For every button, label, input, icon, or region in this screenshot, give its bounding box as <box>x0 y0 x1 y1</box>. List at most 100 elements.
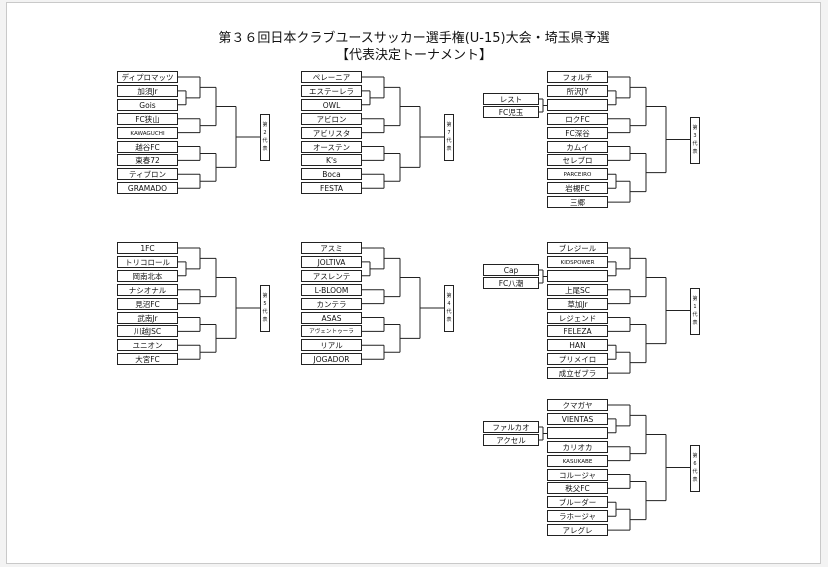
representative-char: 表 <box>446 316 452 323</box>
bracket-path <box>178 76 690 531</box>
team-slot: アスミ <box>301 242 362 254</box>
team-slot: エステーレラ <box>301 84 362 97</box>
representative-char: 表 <box>692 476 698 483</box>
representative-char: 4 <box>447 300 451 307</box>
team-slot: ブルーダー <box>547 496 608 509</box>
team-slot: KAWAGUCHI <box>117 126 178 139</box>
representative-char: 1 <box>693 303 697 310</box>
team-slot: GRAMADO <box>117 182 178 195</box>
team-slot: ナシオナル <box>117 283 178 296</box>
team-slot: 越谷FC <box>117 140 178 153</box>
representative-char: 代 <box>446 308 452 315</box>
team-slot: JOLTIVA <box>301 255 362 268</box>
representative-char: 第 <box>692 452 698 459</box>
team-slot: アスレンテ <box>301 269 362 282</box>
team-slot: JOGADOR <box>301 353 362 366</box>
team-slot: カリオカ <box>547 440 608 453</box>
representative-char: 第 <box>446 292 452 299</box>
representative-char: 表 <box>446 145 452 152</box>
team-slot: PARCEIRO <box>547 168 608 181</box>
team-slot: ユニオン <box>117 339 178 352</box>
team-slot: カムイ <box>547 140 608 153</box>
team-slot: 武南Jr <box>117 311 178 324</box>
representative-char: 代 <box>262 137 268 144</box>
prelim-team: ファルカオ <box>483 421 539 433</box>
team-slot: K's <box>301 154 362 167</box>
team-slot: アビロン <box>301 112 362 125</box>
team-slot: リアル <box>301 339 362 352</box>
team-slot: オーステン <box>301 140 362 153</box>
prelim-team: FC八潮 <box>483 277 539 289</box>
representative-char: 表 <box>692 319 698 326</box>
page-title: 第３６回日本クラブユースサッカー選手権(U-15)大会・埼玉県予選 <box>218 31 610 46</box>
team-slot: 大宮FC <box>117 353 178 366</box>
team-slot: 岡南北本 <box>117 269 178 282</box>
team-slot: VIENTAS <box>547 412 608 425</box>
team-slot: 1FC <box>117 242 178 254</box>
representative-char: 表 <box>262 316 268 323</box>
team-slot: コルージャ <box>547 468 608 481</box>
representative-char: 代 <box>262 308 268 315</box>
team-slot: 川越JSC <box>117 325 178 338</box>
team-slot: 所沢JY <box>547 84 608 97</box>
team-slot: トリコロール <box>117 255 178 268</box>
representative-char: 6 <box>693 460 697 467</box>
representative-char: 代 <box>692 468 698 475</box>
team-slot: ロクFC <box>547 112 608 125</box>
team-slot: 三郷 <box>547 196 608 209</box>
representative-char: 第 <box>262 292 268 299</box>
team-slot: フォルチ <box>547 71 608 83</box>
team-slot: アビリスタ <box>301 126 362 139</box>
team-slot: ティブロン <box>117 168 178 181</box>
team-slot: カンテラ <box>301 297 362 310</box>
team-slot: レジェンド <box>547 311 608 324</box>
representative-char: 表 <box>262 145 268 152</box>
representative-char: 5 <box>263 300 267 307</box>
team-slot: アヴェントゥーラ <box>301 325 362 338</box>
prelim-team: レスト <box>483 93 539 105</box>
team-slot: 上尾SC <box>547 283 608 296</box>
team-slot: アレグレ <box>547 524 608 537</box>
team-slot: KIDSPOWER <box>547 255 608 268</box>
prelim-team: Cap <box>483 264 539 276</box>
team-slot: 成立ゼブラ <box>547 367 608 380</box>
team-slot: FC狭山 <box>117 112 178 125</box>
team-slot: ペレーニア <box>301 71 362 83</box>
team-slot: 加須Jr <box>117 84 178 97</box>
representative-char: 7 <box>447 129 451 136</box>
representative-char: 第 <box>262 121 268 128</box>
team-slot: セレブロ <box>547 154 608 167</box>
team-slot: OWL <box>301 98 362 111</box>
representative-char: 第 <box>692 124 698 131</box>
team-slot <box>547 98 608 111</box>
team-slot: KASUKABE <box>547 454 608 467</box>
team-slot <box>547 426 608 439</box>
team-slot: Boca <box>301 168 362 181</box>
representative-char: 第 <box>446 121 452 128</box>
team-slot: 見沼FC <box>117 297 178 310</box>
prelim-team: FC児玉 <box>483 106 539 118</box>
team-slot: HAN <box>547 339 608 352</box>
team-slot: FC深谷 <box>547 126 608 139</box>
team-slot: ASAS <box>301 311 362 324</box>
team-slot: ブレジール <box>547 242 608 254</box>
team-slot: 秩父FC <box>547 482 608 495</box>
representative-char: 代 <box>692 311 698 318</box>
team-slot: ラホージャ <box>547 510 608 523</box>
team-slot: 岩槻FC <box>547 182 608 195</box>
prelim-team: アクセル <box>483 434 539 446</box>
representative-char: 代 <box>446 137 452 144</box>
team-slot: FESTA <box>301 182 362 195</box>
team-slot: Gois <box>117 98 178 111</box>
team-slot <box>547 269 608 282</box>
team-slot: FELEZA <box>547 325 608 338</box>
team-slot: ディプロマッツ <box>117 71 178 83</box>
team-slot: クマガヤ <box>547 399 608 411</box>
